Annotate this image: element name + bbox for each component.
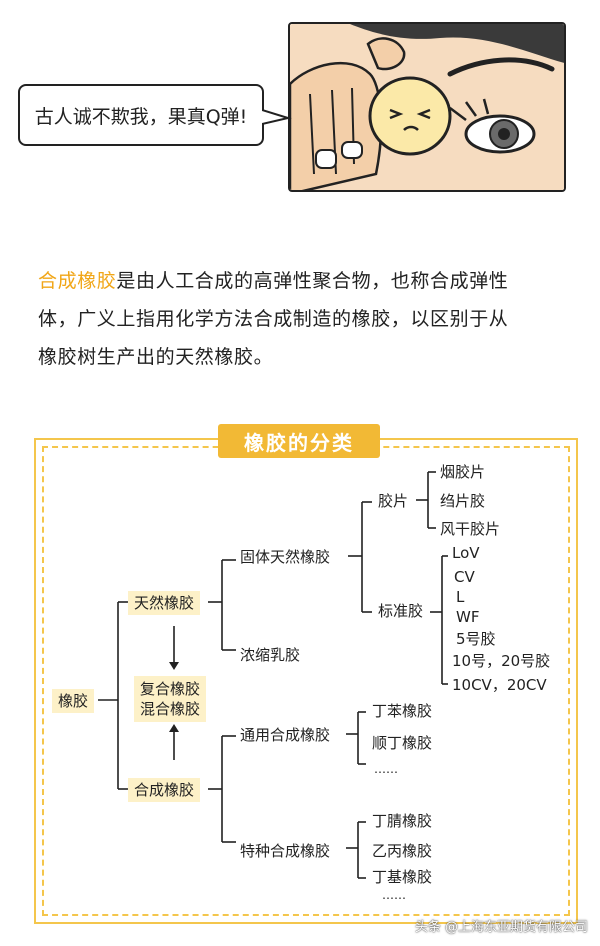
watermark: 头条 @上海东亚期货有限公司 [414, 920, 588, 935]
node-film-item-1: 烟胶片 [440, 463, 486, 481]
node-standard-item-5: 5号胶 [456, 630, 496, 648]
node-latex: 浓缩乳胶 [240, 646, 301, 664]
node-standard: 标准胶 [378, 602, 424, 620]
arrow-up-icon [169, 724, 179, 732]
node-synthetic-rubber: 合成橡胶 [128, 778, 201, 802]
comic-illustration [290, 24, 564, 190]
intro-paragraph: 合成橡胶是由人工合成的高弹性聚合物，也称合成弹性 体，广义上指用化学方法合成制造… [38, 262, 568, 376]
comic-panel [288, 22, 566, 192]
node-standard-item-4: WF [456, 608, 480, 626]
node-special-item-2: 乙丙橡胶 [372, 842, 433, 860]
node-general-item-3: …… [374, 762, 398, 776]
node-standard-item-7: 10CV，20CV [452, 676, 547, 694]
node-special-item-3: 丁基橡胶 [372, 868, 433, 886]
node-standard-item-6: 10号，20号胶 [452, 652, 551, 670]
node-special-synthetic: 特种合成橡胶 [240, 842, 331, 860]
node-mixed-line-1: 复合橡胶 [140, 680, 201, 698]
node-standard-item-3: L [456, 588, 465, 606]
node-special-item-1: 丁腈橡胶 [372, 812, 433, 830]
node-standard-item-2: CV [454, 568, 475, 586]
node-standard-item-1: LoV [452, 544, 480, 562]
speech-text: 古人诚不欺我，果真Q弹! [34, 105, 248, 128]
node-film: 胶片 [378, 492, 409, 510]
intro-line-1: 是由人工合成的高弹性聚合物，也称合成弹性 [116, 270, 509, 292]
diagram-title: 橡胶的分类 [218, 424, 380, 458]
intro-term: 合成橡胶 [38, 270, 117, 292]
node-general-synthetic: 通用合成橡胶 [240, 726, 331, 744]
node-mixed-rubber: 复合橡胶 混合橡胶 [134, 676, 207, 722]
node-general-item-1: 丁苯橡胶 [372, 702, 433, 720]
node-film-item-3: 风干胶片 [440, 520, 501, 538]
intro-line-3: 橡胶树生产出的天然橡胶。 [38, 346, 274, 368]
node-natural-rubber: 天然橡胶 [128, 591, 201, 615]
node-film-item-2: 绉片胶 [440, 492, 486, 510]
node-mixed-line-2: 混合橡胶 [140, 700, 201, 718]
node-rubber: 橡胶 [52, 689, 95, 713]
node-general-item-2: 顺丁橡胶 [372, 734, 433, 752]
node-solid-natural: 固体天然橡胶 [240, 548, 331, 566]
node-special-item-4: …… [382, 888, 406, 902]
speech-tail-icon [262, 109, 292, 125]
intro-line-2: 体，广义上指用化学方法合成制造的橡胶，以区别于从 [38, 308, 509, 330]
arrow-down-icon [169, 662, 179, 670]
speech-bubble: 古人诚不欺我，果真Q弹! [18, 84, 264, 146]
